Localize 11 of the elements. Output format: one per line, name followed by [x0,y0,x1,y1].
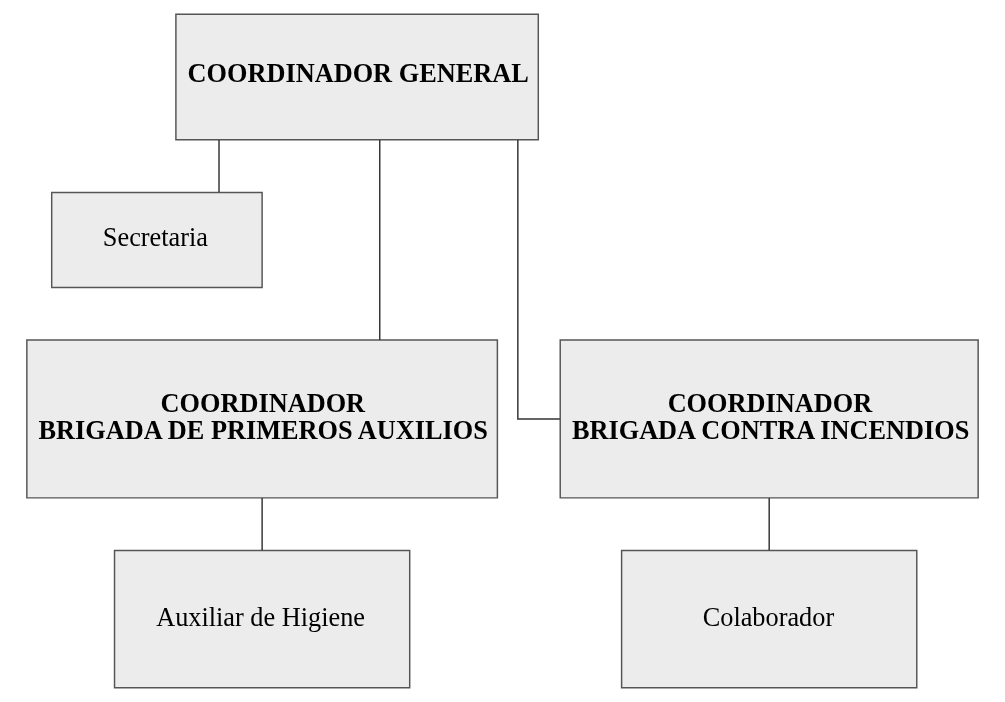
connector [379,139,381,341]
node-box: COORDINADOR BRIGADA CONTRA INCENDIOS [559,339,979,499]
connector [517,139,561,420]
node-box: Auxiliar de Higiene [113,549,411,689]
node-box: Secretaria [50,191,263,289]
connector [768,497,770,552]
node-box: COORDINADOR BRIGADA DE PRIMEROS AUXILIOS [26,339,499,499]
connector [218,139,220,193]
node-box: COORDINADOR GENERAL [175,13,540,141]
connector [261,497,263,552]
node-box: Colaborador [620,549,918,689]
